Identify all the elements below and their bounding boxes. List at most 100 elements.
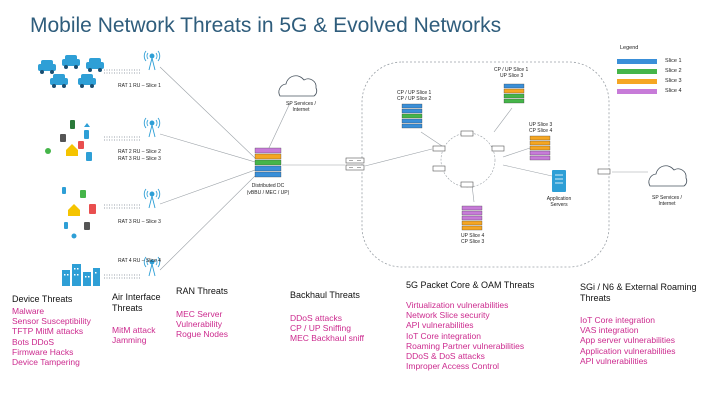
sgi-n6-threats-header-line2: Threats — [580, 293, 611, 303]
legend-item: Slice 1 — [611, 58, 691, 66]
router-icon — [432, 145, 446, 152]
cp-up-slice12-label-line1: CP / UP Slice 1 — [397, 90, 432, 96]
threat-item: App server vulnerabilities — [580, 335, 675, 346]
legend-item: Slice 4 — [611, 88, 691, 96]
legend-swatch — [617, 79, 657, 84]
device-threats-list: Malware Sensor Susceptibility TFTP MitM … — [12, 306, 91, 367]
sensor-icon — [45, 148, 51, 154]
legend-label: Slice 4 — [665, 88, 682, 94]
legend-item: Slice 3 — [611, 78, 691, 86]
threat-item: DDoS & DoS attacks — [406, 351, 485, 362]
legend-label: Slice 2 — [665, 68, 682, 74]
connection-lines — [159, 66, 648, 271]
threat-item: VAS integration — [580, 325, 639, 336]
car-icons — [38, 55, 104, 88]
threat-item: Device Tampering — [12, 357, 80, 368]
backhaul-threats-list: DDoS attacks CP / UP Sniffing MEC Backha… — [290, 313, 364, 344]
car-icon — [62, 55, 80, 69]
server-stack-cp-up-1-2 — [401, 103, 423, 129]
up3-cp4-label-line1: UP Slice 3 — [529, 122, 553, 128]
device-threats-header: Device Threats — [12, 294, 73, 304]
sp-services-left-label-line1: SP Services / — [286, 101, 316, 107]
tablet-icon — [89, 204, 96, 214]
threat-item: Rogue Nodes — [176, 329, 228, 340]
tower-icon-rat4 — [143, 256, 161, 277]
threat-item: API vulnerabilities — [580, 355, 648, 366]
router-icons — [345, 130, 611, 188]
distributed-dc-server-stack — [254, 147, 282, 178]
application-servers-label-line1: Application — [546, 196, 572, 202]
router-icon — [460, 181, 474, 188]
iot-device-icons-group-2 — [62, 187, 96, 239]
rat2-label: RAT 2 RU – Slice 2 — [118, 149, 161, 155]
ran-threats-list: MEC Server Vulnerability Rogue Nodes — [176, 309, 228, 340]
watch-icon — [60, 134, 66, 142]
phone-icon — [70, 120, 75, 129]
tower-icon-rat23 — [143, 117, 161, 138]
rat4-label: RAT 4 RU – Slice 4 — [118, 258, 161, 264]
threat-item: TFTP MitM attacks — [12, 326, 84, 337]
threat-item: Virtualization vulnerabilities — [406, 300, 509, 310]
radio-tower-icons — [143, 50, 161, 277]
air-interface-threats-list: MitM attack Jamming — [112, 325, 155, 345]
sp-services-left-label-line2: Internet — [292, 107, 310, 113]
threat-item: Malware — [12, 306, 45, 316]
router-icon — [432, 165, 446, 172]
server-stack-up4-cp3 — [461, 205, 483, 231]
house-icon — [66, 144, 78, 156]
application-server-icon — [552, 170, 566, 192]
page-title: Mobile Network Threats in 5G & Evolved N… — [30, 14, 502, 37]
threat-item: Jamming — [112, 335, 147, 346]
core-oam-threats-list: Virtualization vulnerabilities Network S… — [406, 300, 524, 371]
up4-cp3-label-line2: CP Slice 3 — [461, 239, 485, 245]
sgi-n6-threats-header-line1: SGi / N6 & External Roaming — [580, 282, 697, 292]
building-icon — [72, 264, 81, 286]
building-icon — [93, 268, 100, 286]
threat-item: MEC Server — [176, 309, 223, 319]
router-icon — [345, 157, 365, 171]
legend-item: Slice 2 — [611, 68, 691, 76]
air-interface-threats-header-line2: Threats — [112, 303, 143, 313]
threat-item: MEC Backhaul sniff — [290, 333, 365, 344]
threat-item: Firmware Hacks — [12, 346, 74, 357]
cloud-icon-right — [648, 165, 688, 187]
threat-item: Bots DDoS — [12, 336, 55, 347]
legend-swatch — [617, 69, 657, 74]
threat-item: Sensor Susceptibility — [12, 316, 91, 327]
legend-swatch — [617, 59, 657, 64]
application-servers-label-line2: Servers — [550, 202, 568, 208]
ran-threats-header: RAN Threats — [176, 286, 228, 296]
threat-item: Improper Access Control — [406, 361, 500, 372]
router-icon — [597, 168, 611, 175]
car-icon — [86, 58, 104, 72]
sgi-n6-threats-list: IoT Core integration VAS integration App… — [580, 315, 675, 366]
threat-item: IoT Core integration — [580, 315, 655, 325]
watch-icon — [80, 190, 86, 198]
sensor-icon — [84, 123, 90, 127]
up4-cp3-label-line1: UP Slice 4 — [461, 233, 485, 239]
iot-device-icons-group-1 — [45, 120, 92, 161]
legend-label: Slice 3 — [665, 78, 682, 84]
rat1-label: RAT 1 RU – Slice 1 — [118, 83, 161, 89]
legend-swatch — [617, 89, 657, 94]
car-icon — [38, 60, 56, 74]
legend-title: Legend — [620, 45, 639, 51]
air-interface-threats-header-line1: Air Interface — [112, 292, 161, 302]
threat-item: MitM attack — [112, 325, 156, 335]
tower-icon-rat3 — [143, 188, 161, 209]
router-icon — [460, 130, 474, 137]
car-icon — [78, 74, 96, 88]
phone-icon — [62, 187, 66, 194]
threat-item: CP / UP Sniffing — [290, 323, 351, 334]
cp-up-slice13-label-line1: CP / UP Slice 1 — [494, 67, 529, 73]
sp-services-right-label-line2: Internet — [658, 201, 676, 207]
phone-icon — [64, 222, 68, 229]
tower-icon-rat1 — [143, 50, 161, 71]
car-icon — [50, 74, 68, 88]
house-icon — [68, 204, 80, 216]
cp-up-slice12-label-line2: CP / UP Slice 2 — [397, 96, 432, 102]
server-stack-cp-up-1-3 — [503, 83, 525, 104]
device-links — [104, 69, 140, 279]
phone-icon — [84, 130, 89, 139]
